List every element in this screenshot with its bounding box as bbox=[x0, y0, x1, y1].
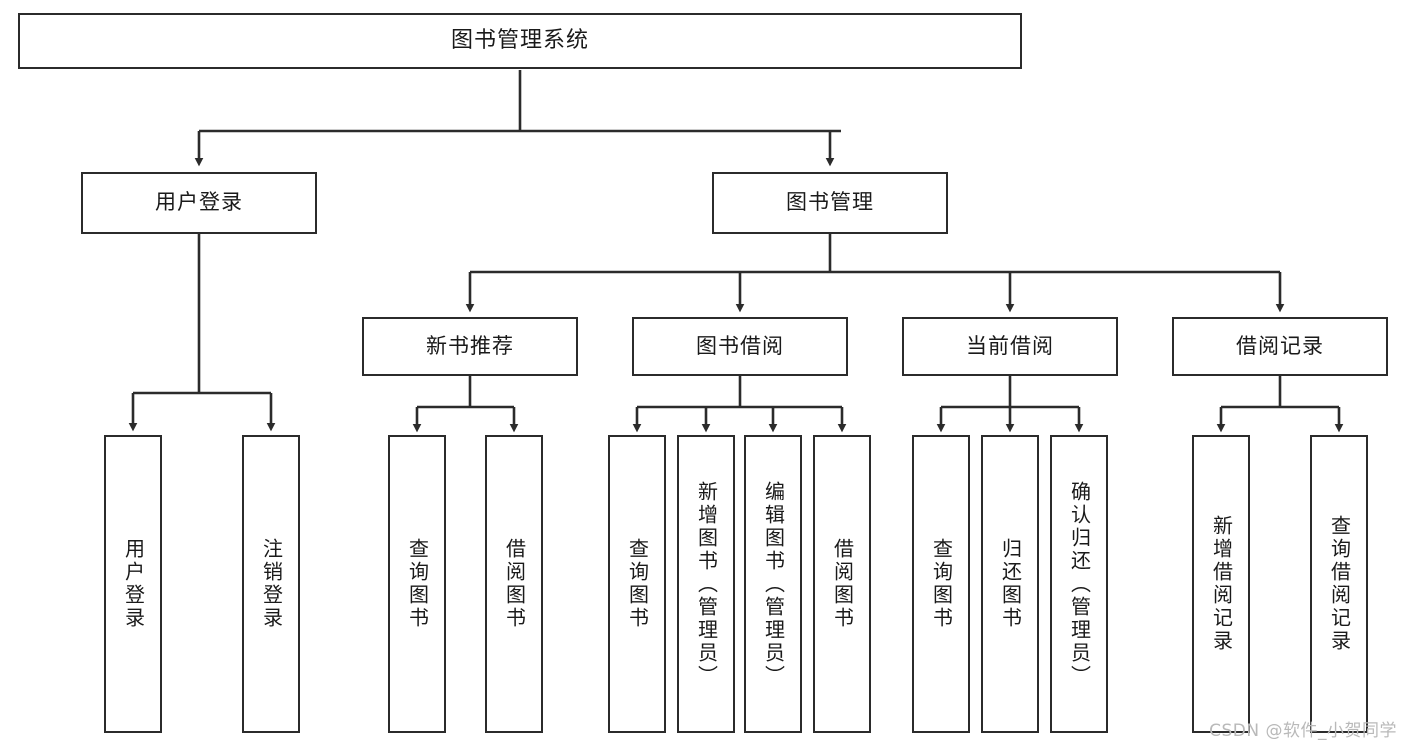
node-label: 查询图书 bbox=[625, 538, 650, 630]
node-book-management[interactable]: 图书管理 bbox=[712, 172, 948, 234]
node-label: 新书推荐 bbox=[426, 333, 514, 358]
node-label: 借阅记录 bbox=[1236, 333, 1324, 358]
node-label: 当前借阅 bbox=[966, 333, 1054, 358]
leaf-borrow-record-query-record[interactable]: 查询借阅记录 bbox=[1310, 435, 1368, 733]
leaf-borrow-record-add-record[interactable]: 新增借阅记录 bbox=[1192, 435, 1250, 733]
node-user-login[interactable]: 用户登录 bbox=[81, 172, 317, 234]
node-label: 查询图书 bbox=[405, 538, 430, 630]
leaf-current-borrow-return-book[interactable]: 归还图书 bbox=[981, 435, 1039, 733]
node-borrow-record[interactable]: 借阅记录 bbox=[1172, 317, 1388, 376]
leaf-book-borrow-add-book-admin[interactable]: 新增图书（管理员） bbox=[677, 435, 735, 733]
node-label: 借阅图书 bbox=[502, 538, 527, 630]
node-label: 编辑图书（管理员） bbox=[761, 480, 786, 688]
node-label: 借阅图书 bbox=[830, 538, 855, 630]
leaf-book-borrow-borrow-book[interactable]: 借阅图书 bbox=[813, 435, 871, 733]
node-label: 图书管理 bbox=[786, 190, 874, 215]
leaf-new-book-query-book[interactable]: 查询图书 bbox=[388, 435, 446, 733]
leaf-user-login-login[interactable]: 用户登录 bbox=[104, 435, 162, 733]
node-book-borrow[interactable]: 图书借阅 bbox=[632, 317, 848, 376]
node-label: 新增图书（管理员） bbox=[694, 480, 719, 688]
node-label: 注销登录 bbox=[259, 538, 284, 630]
node-label: 归还图书 bbox=[998, 538, 1023, 630]
node-current-borrow[interactable]: 当前借阅 bbox=[902, 317, 1118, 376]
node-label: 查询图书 bbox=[929, 538, 954, 630]
node-label: 图书管理系统 bbox=[450, 27, 589, 53]
leaf-user-login-logout[interactable]: 注销登录 bbox=[242, 435, 300, 733]
node-new-book-recommend[interactable]: 新书推荐 bbox=[362, 317, 578, 376]
node-label: 确认归还（管理员） bbox=[1067, 480, 1092, 688]
node-root-book-management-system[interactable]: 图书管理系统 bbox=[18, 13, 1022, 69]
node-label: 用户登录 bbox=[155, 190, 243, 215]
node-label: 图书借阅 bbox=[696, 333, 784, 358]
leaf-book-borrow-query-book[interactable]: 查询图书 bbox=[608, 435, 666, 733]
leaf-book-borrow-edit-book-admin[interactable]: 编辑图书（管理员） bbox=[744, 435, 802, 733]
watermark: CSDN @软件_小贺同学 bbox=[1209, 721, 1397, 741]
node-label: 查询借阅记录 bbox=[1327, 515, 1352, 653]
leaf-new-book-borrow-book[interactable]: 借阅图书 bbox=[485, 435, 543, 733]
node-label: 用户登录 bbox=[121, 538, 146, 630]
leaf-current-borrow-query-book[interactable]: 查询图书 bbox=[912, 435, 970, 733]
node-label: 新增借阅记录 bbox=[1209, 515, 1234, 653]
leaf-current-borrow-confirm-return-admin[interactable]: 确认归还（管理员） bbox=[1050, 435, 1108, 733]
